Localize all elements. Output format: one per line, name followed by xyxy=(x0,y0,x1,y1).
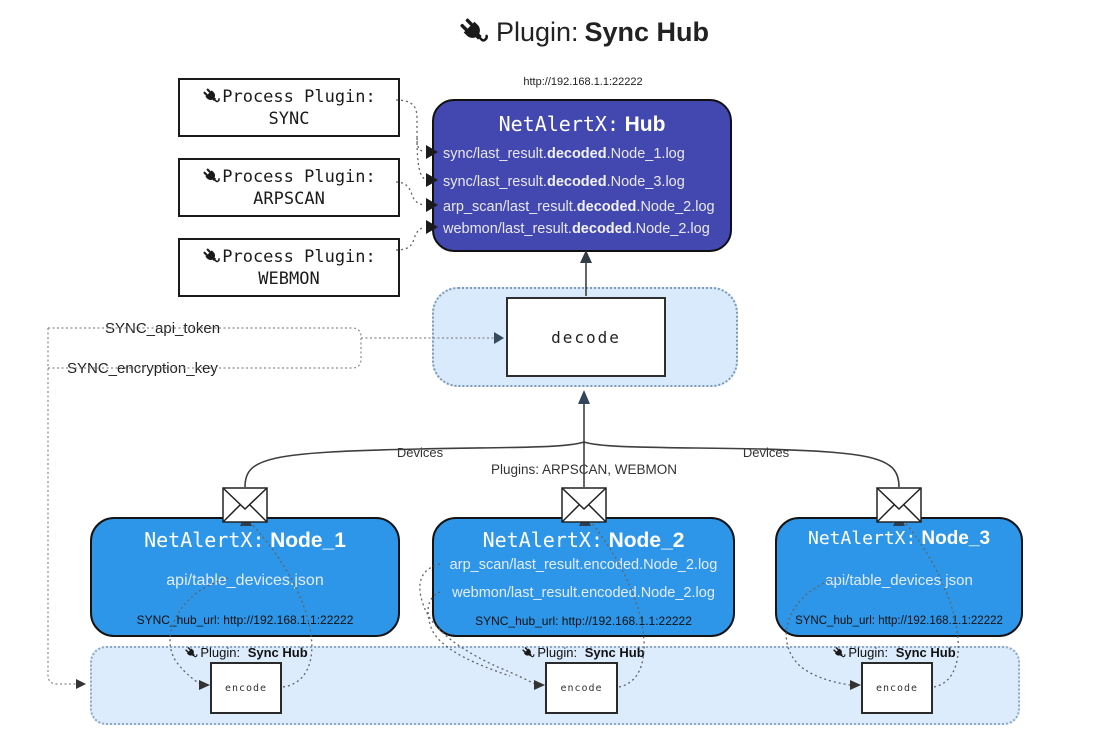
sync-encryption-key-label: SYNC_encryption_key xyxy=(64,360,221,377)
encode-band-plugin-label: Plugin: Sync Hub xyxy=(832,645,956,660)
edge-label-devices-left: Devices xyxy=(392,445,448,460)
decode-box: decode xyxy=(506,297,666,377)
hub-log-line: sync/last_result.decoded.Node_1.log xyxy=(443,146,685,162)
plug-icon xyxy=(202,247,221,266)
hub-log-line: webmon/last_result.decoded.Node_2.log xyxy=(443,221,710,237)
plug-icon xyxy=(458,16,490,48)
hub-log-line: sync/last_result.decoded.Node_3.log xyxy=(443,174,685,190)
process-plugin-label: Process Plugin: xyxy=(222,86,376,107)
hub-url-label: http://192.168.1.1:22222 xyxy=(523,76,643,88)
node-title: NetAlertX: Node_3 xyxy=(807,528,991,549)
sync-api-token-label: SYNC_api_token xyxy=(102,320,224,337)
node-file: api/table_devices.json xyxy=(825,572,973,589)
process-plugin-name: ARPSCAN xyxy=(253,188,325,209)
process-plugin-name: WEBMON xyxy=(258,268,320,289)
plug-icon xyxy=(202,167,221,186)
process-plugin-label: Process Plugin: xyxy=(222,166,376,187)
edge-plugin-to-hub xyxy=(395,99,426,251)
encode-band-plugin-label: Plugin: Sync Hub xyxy=(521,645,645,660)
node-3-box: NetAlertX: Node_3 api/table_devices.json… xyxy=(775,517,1023,637)
hub-title-prefix: NetAlertX: xyxy=(498,112,620,136)
node-hub-url: SYNC_hub_url: http://192.168.1.1:22222 xyxy=(136,613,354,627)
page-title: Plugin: Sync Hub xyxy=(0,16,1117,48)
node-2-box: NetAlertX: Node_2 arp_scan/last_result.e… xyxy=(432,517,735,637)
encode-band-plugin-label: Plugin: Sync Hub xyxy=(184,645,308,660)
node-hub-url: SYNC_hub_url: http://192.168.1.1:22222 xyxy=(475,614,692,628)
hub-title: NetAlertX: Hub xyxy=(434,112,730,137)
plug-icon xyxy=(832,646,846,660)
process-plugin-box-arpscan: Process Plugin: ARPSCAN xyxy=(178,158,400,217)
page-title-prefix: Plugin: xyxy=(495,16,579,47)
node-1-box: NetAlertX: Node_1 api/table_devices.json… xyxy=(90,517,400,637)
encode-box-3: encode xyxy=(861,662,933,714)
node-file: arp_scan/last_result.encoded.Node_2.log xyxy=(449,557,718,573)
plug-icon xyxy=(202,87,221,106)
hub-log-line: arp_scan/last_result.decoded.Node_2.log xyxy=(443,199,715,215)
node-file: webmon/last_result.encoded.Node_2.log xyxy=(452,585,715,601)
encode-box-2: encode xyxy=(545,662,618,714)
page-title-name: Sync Hub xyxy=(584,16,710,47)
process-plugin-box-sync: Process Plugin: SYNC xyxy=(178,78,400,137)
edge-label-devices-right: Devices xyxy=(738,445,794,460)
hub-title-name: Hub xyxy=(624,113,666,136)
plug-icon xyxy=(184,646,198,660)
node-file: api/table_devices.json xyxy=(166,572,324,589)
node-title: NetAlertX: Node_1 xyxy=(144,528,346,552)
edge-label-plugins: Plugins: ARPSCAN, WEBMON xyxy=(486,462,682,477)
node-title: NetAlertX: Node_2 xyxy=(482,528,685,552)
hub-box: NetAlertX: Hub sync/last_result.decoded.… xyxy=(432,99,732,252)
process-plugin-name: SYNC xyxy=(268,108,310,129)
node-hub-url: SYNC_hub_url: http://192.168.1.1:22222 xyxy=(795,615,1003,627)
encode-box-1: encode xyxy=(210,662,282,714)
process-plugin-label: Process Plugin: xyxy=(222,246,376,267)
plug-icon xyxy=(521,646,535,660)
process-plugin-box-webmon: Process Plugin: WEBMON xyxy=(178,238,400,297)
